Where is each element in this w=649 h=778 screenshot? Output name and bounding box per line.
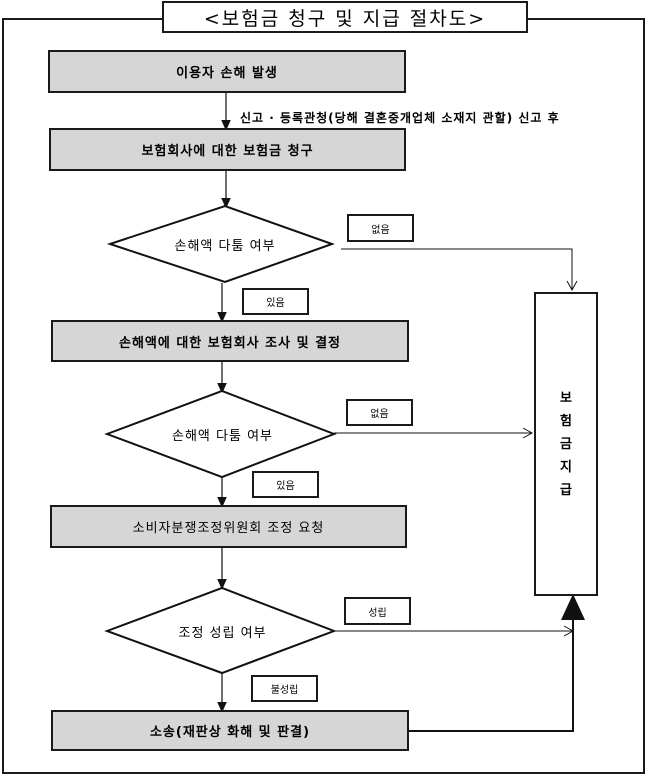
step-insurance-claim: 보험회사에 대한 보험금 청구 bbox=[49, 128, 406, 171]
step-mediation-request: 소비자분쟁조정위원회 조정 요청 bbox=[50, 505, 407, 548]
payment-char: 험 bbox=[560, 413, 572, 429]
branch-label-yes2: 있음 bbox=[252, 471, 319, 498]
report-note: 신고 · 등록관청(당해 결혼중개업체 소재지 관할) 신고 후 bbox=[240, 111, 560, 125]
decision-label-dispute2: 손해액 다툼 여부 bbox=[172, 428, 273, 444]
decision-label-mediation: 조정 성립 여부 bbox=[178, 625, 267, 641]
insurance-payment-box: 보 험 금 지 급 bbox=[534, 292, 598, 596]
branch-label-none2: 없음 bbox=[346, 399, 413, 426]
payment-char: 보 bbox=[560, 390, 572, 406]
decision-label-dispute1: 손해액 다툼 여부 bbox=[174, 238, 276, 254]
step-claim-label: 보험회사에 대한 보험금 청구 bbox=[141, 144, 314, 159]
branch-label-not-established: 불성립 bbox=[251, 675, 318, 702]
step-lawsuit-label: 소송(재판상 화해 및 판결) bbox=[149, 725, 311, 740]
decision-diamond-dispute1 bbox=[106, 204, 335, 284]
yes1-text: 있음 bbox=[266, 298, 285, 309]
step-damage-label: 이용자 손해 발생 bbox=[176, 66, 278, 81]
not-established-text: 불성립 bbox=[270, 685, 299, 696]
step-investigation-label: 손해액에 대한 보험회사 조사 및 결정 bbox=[118, 335, 342, 351]
step-investigation: 손해액에 대한 보험회사 조사 및 결정 bbox=[51, 320, 409, 362]
page-title: <보험금 청구 및 지급 절차도> bbox=[162, 1, 528, 33]
step-damage-occurrence: 이용자 손해 발생 bbox=[48, 50, 406, 93]
step-mediation-label: 소비자분쟁조정위원회 조정 요청 bbox=[132, 521, 325, 536]
branch-label-yes1: 있음 bbox=[242, 288, 309, 315]
lawsuit-to-payment-line bbox=[408, 594, 585, 732]
payment-char: 지 bbox=[560, 459, 572, 475]
branch-label-established: 성립 bbox=[344, 597, 411, 625]
branch-none1-line bbox=[341, 248, 578, 292]
step-lawsuit: 소송(재판상 화해 및 판결) bbox=[51, 710, 409, 751]
none2-text: 없음 bbox=[370, 409, 389, 420]
branch-label-none1: 없음 bbox=[347, 214, 414, 242]
yes2-text: 있음 bbox=[276, 481, 295, 492]
payment-char: 급 bbox=[560, 482, 572, 498]
decision-diamond-dispute2 bbox=[104, 389, 337, 479]
none1-text: 없음 bbox=[371, 224, 390, 236]
payment-char: 금 bbox=[560, 436, 572, 452]
established-text: 성립 bbox=[368, 607, 387, 619]
